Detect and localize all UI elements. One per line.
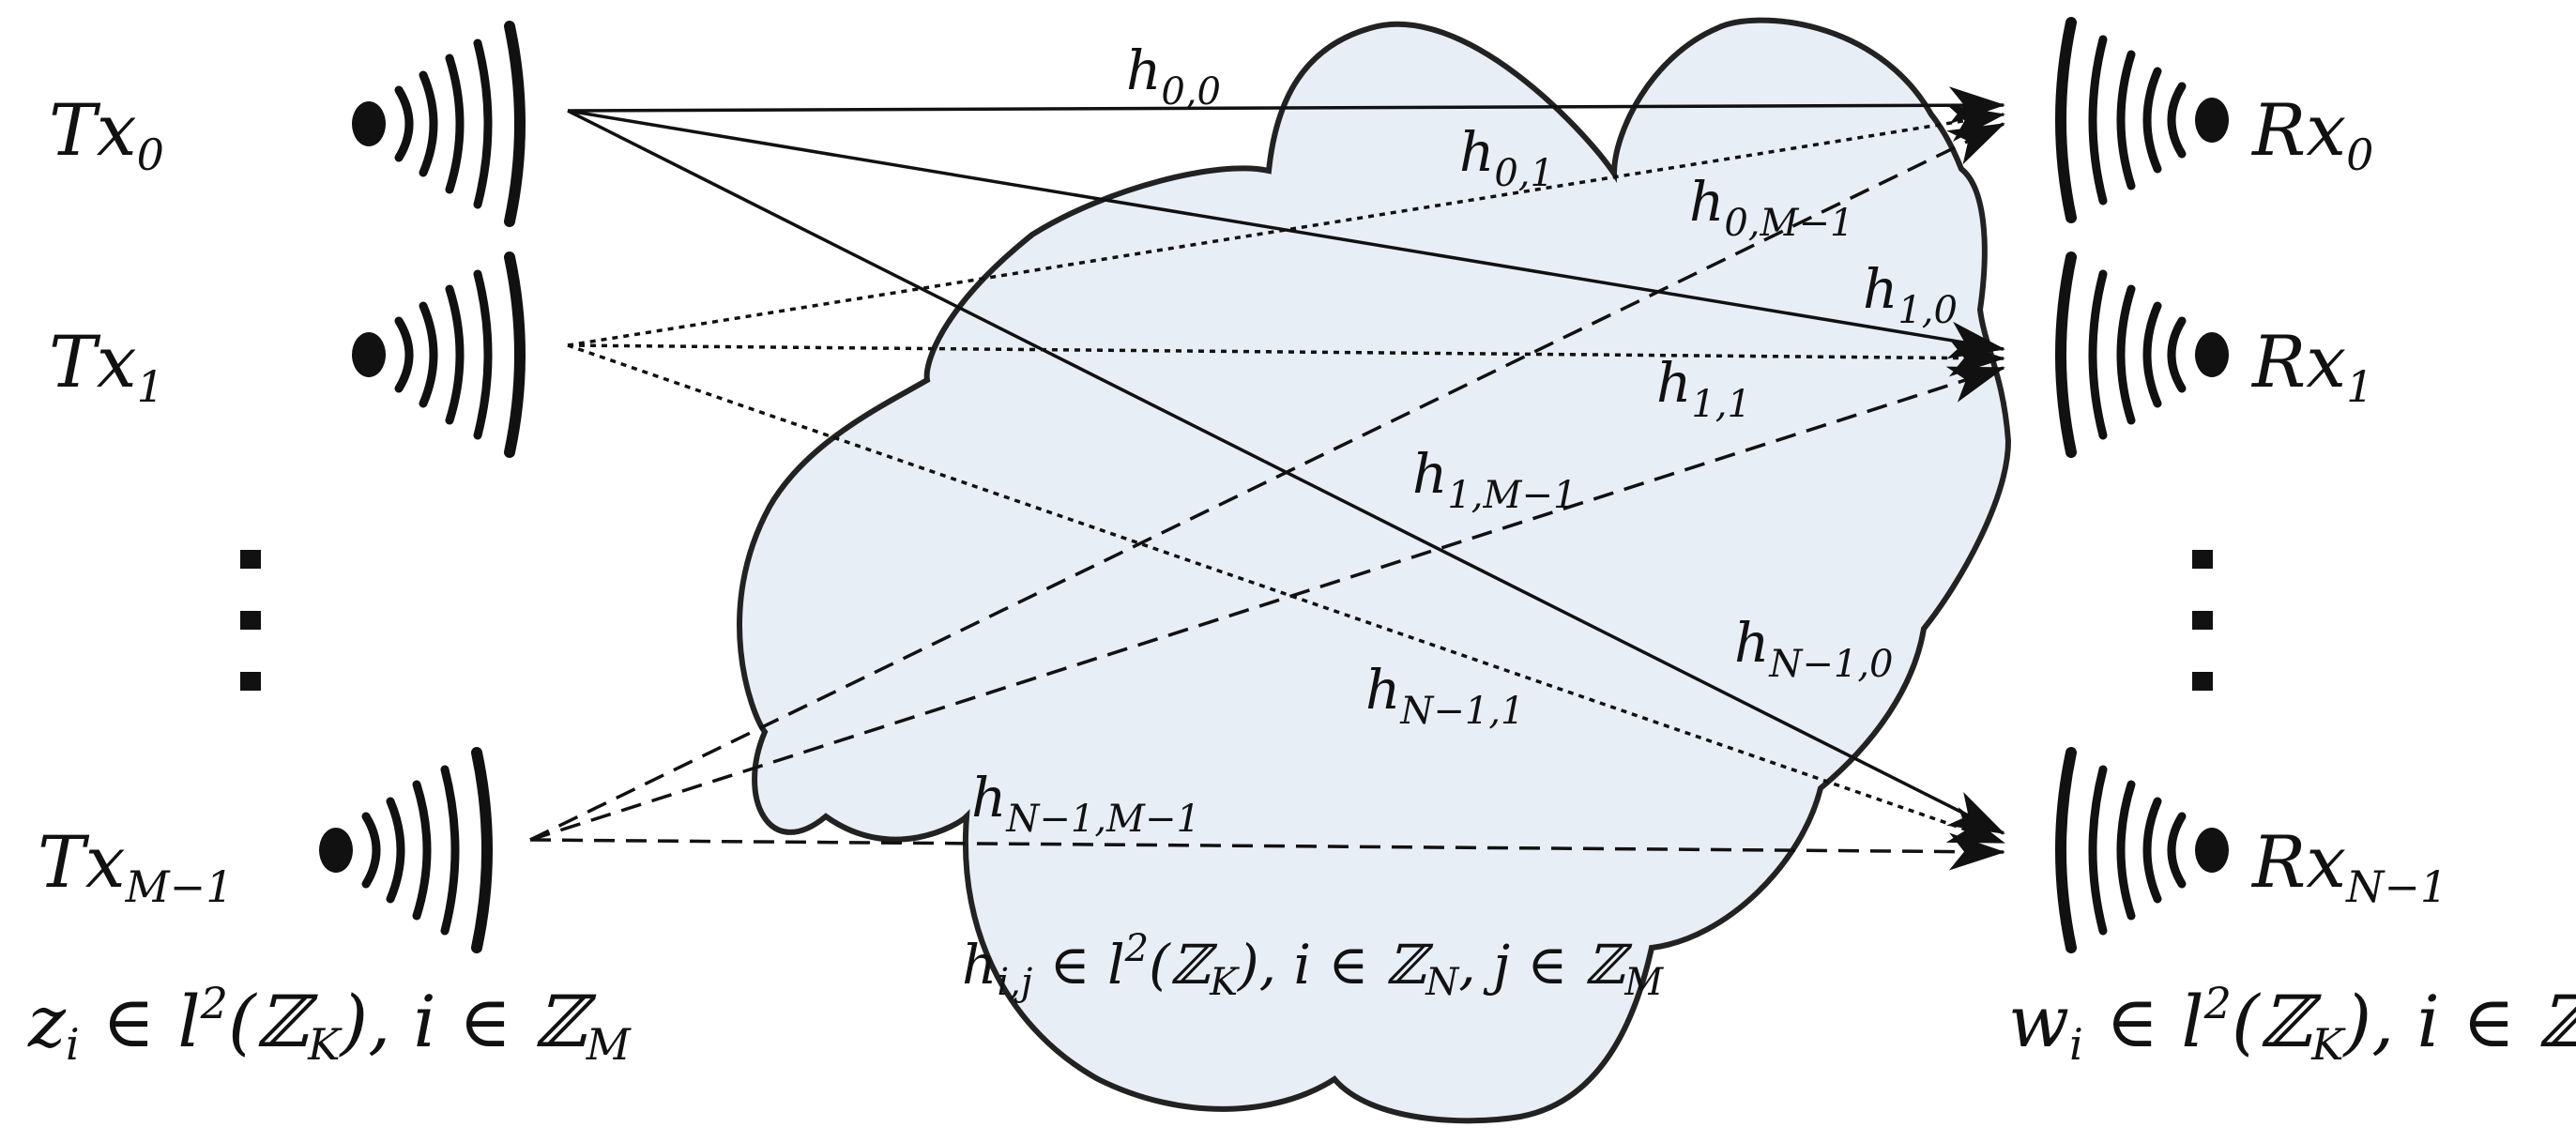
tx1-antenna-wave xyxy=(419,301,438,408)
rx-label-2: RxN−1 xyxy=(2250,820,2447,912)
channel-label-4: h1,1 xyxy=(1656,351,1751,426)
txM-antenna-dot xyxy=(319,828,353,873)
rx1-antenna-wave xyxy=(2167,316,2187,393)
txM-antenna-wave xyxy=(412,780,432,921)
tx1-antenna-wave xyxy=(445,284,465,425)
tx-label-2: TxM−1 xyxy=(38,820,233,912)
rx0-antenna-wave xyxy=(2088,35,2108,206)
channel-label-3: h1,0 xyxy=(1863,257,1958,332)
tx-set-label: zi ∈ l2(ℤK), i ∈ ℤM xyxy=(27,978,633,1070)
rxN-antenna-wave xyxy=(2116,780,2136,921)
tx0-antenna-wave xyxy=(419,70,438,177)
tx1-antenna-dot xyxy=(352,332,386,377)
link-h-2-2 xyxy=(529,832,2005,871)
channel-label-6: hN−1,0 xyxy=(1734,611,1894,686)
rxN-antenna-wave xyxy=(2167,812,2187,889)
txM-antenna-wave xyxy=(361,812,381,889)
rx0-antenna-wave xyxy=(2055,17,2077,223)
link-h-0-0 xyxy=(567,86,2005,125)
tx0-antenna-wave xyxy=(394,85,414,162)
tx0-antenna-wave xyxy=(473,38,493,209)
link-h-1-2 xyxy=(529,366,2005,842)
link-h-0-2 xyxy=(529,122,2005,842)
tx0-antenna xyxy=(352,21,526,227)
txM-antenna-wave xyxy=(471,747,493,953)
rxN-antenna xyxy=(2055,747,2229,953)
rx0-antenna xyxy=(2055,17,2229,223)
tx1-antenna-wave xyxy=(473,269,493,440)
rx-ellipsis xyxy=(2192,550,2213,691)
rx1-antenna-dot xyxy=(2195,332,2229,377)
rx-set-label: wi ∈ l2(ℤK), i ∈ ℤN xyxy=(2008,978,2576,1070)
channel-label-0: h0,0 xyxy=(1126,38,1221,114)
rx0-antenna-wave xyxy=(2142,67,2162,174)
rxN-antenna-wave xyxy=(2142,797,2162,904)
link-h-2-1 xyxy=(567,343,2005,845)
txM-antenna xyxy=(319,747,493,953)
rx0-antenna-wave xyxy=(2167,82,2187,159)
link-h-1-1 xyxy=(567,339,2005,377)
tx-label-0: Tx0 xyxy=(49,88,164,180)
tx1-antenna-wave xyxy=(394,316,414,393)
rx-label-0: Rx0 xyxy=(2250,88,2373,180)
rxN-antenna-dot xyxy=(2195,828,2229,873)
channel-label-2: h0,M−1 xyxy=(1689,170,1853,245)
tx-ellipsis xyxy=(240,550,261,691)
tx0-antenna-wave xyxy=(504,21,526,227)
rx1-antenna xyxy=(2055,251,2229,458)
tx0-antenna-wave xyxy=(445,53,465,194)
txM-antenna-wave xyxy=(440,765,460,936)
link-h-2-0 xyxy=(567,109,2005,835)
channel-label-7: hN−1,1 xyxy=(1365,658,1525,733)
rxN-antenna-wave xyxy=(2088,765,2108,936)
tx-label-1: Tx1 xyxy=(49,320,164,412)
rx0-antenna-dot xyxy=(2195,98,2229,143)
tx0-antenna-dot xyxy=(352,101,386,146)
rxN-antenna-wave xyxy=(2055,747,2077,953)
rx-label-1: Rx1 xyxy=(2250,320,2373,412)
channel-label-5: h1,M−1 xyxy=(1412,442,1577,517)
rx1-antenna-wave xyxy=(2055,251,2077,458)
rx1-antenna-wave xyxy=(2142,301,2162,408)
channel-label-1: h0,1 xyxy=(1459,120,1554,195)
channel-label-8: hN−1,M−1 xyxy=(971,766,1200,841)
rx1-antenna-wave xyxy=(2116,284,2136,425)
channel-set-label: hi,j ∈ l2(ℤK), i ∈ ℤN, j ∈ ℤM xyxy=(962,927,1664,1004)
link-h-1-0 xyxy=(567,109,2005,359)
tx1-antenna-wave xyxy=(504,251,526,458)
rx0-antenna-wave xyxy=(2116,50,2136,190)
txM-antenna-wave xyxy=(386,797,405,904)
rx1-antenna-wave xyxy=(2088,269,2108,440)
tx1-antenna xyxy=(352,251,526,458)
